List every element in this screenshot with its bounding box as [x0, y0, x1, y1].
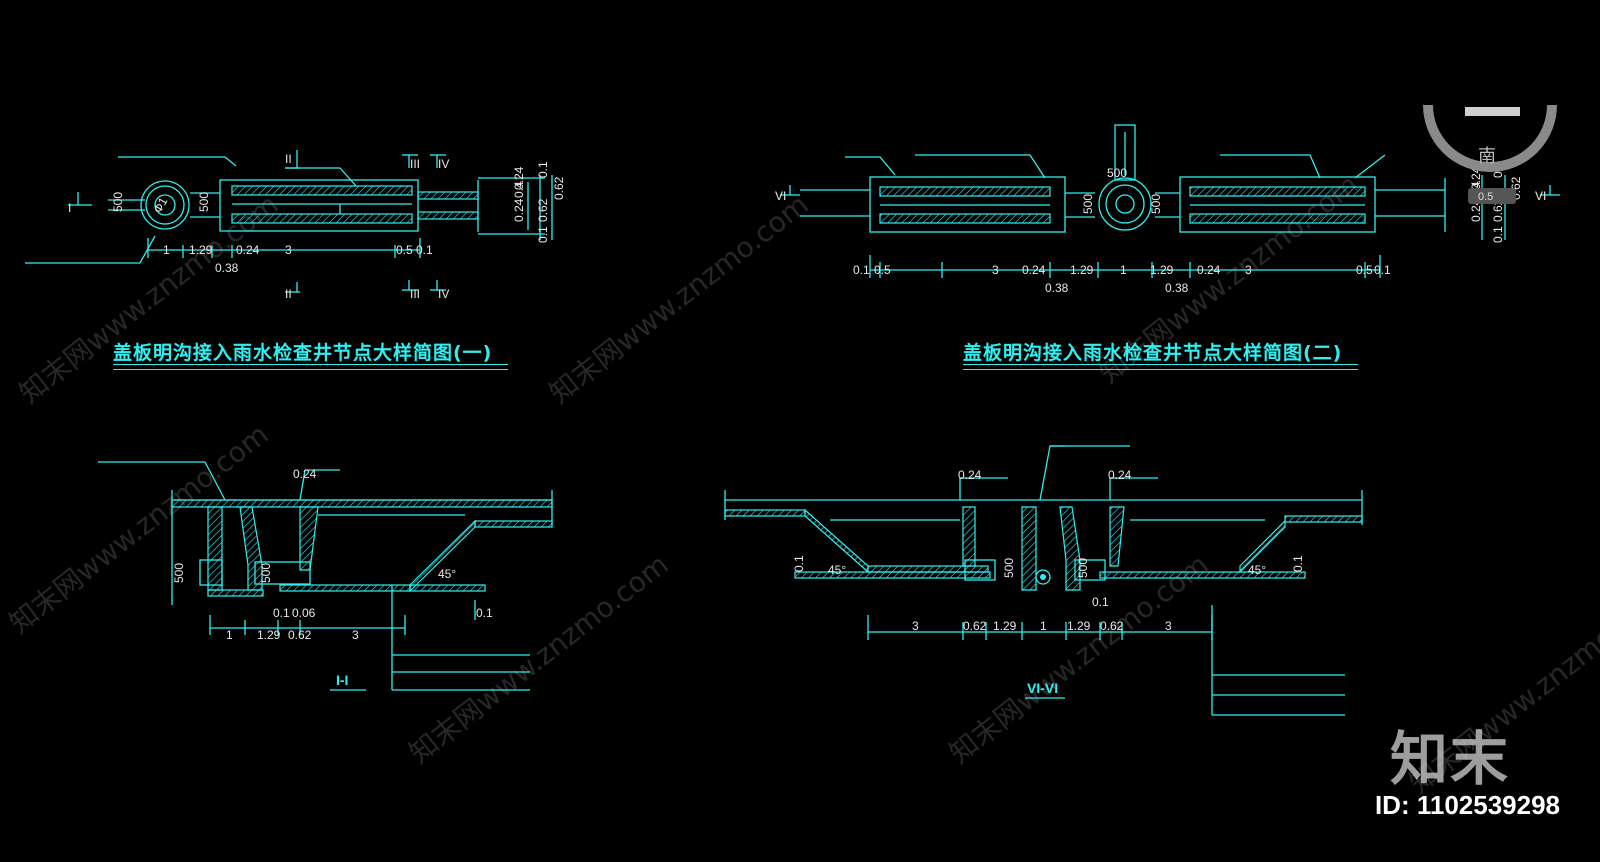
compass-icon [1423, 104, 1557, 172]
section-one-drawing: 0.24 500 500 45° 0.1 0.06 0.1 1 1.29 0.6… [98, 461, 553, 691]
compass-badge [1468, 188, 1516, 204]
title-underline [113, 364, 508, 365]
dim-label: 1 [226, 628, 233, 642]
dim-label: 0.24 [512, 166, 526, 190]
dim-label: 0.1 [536, 226, 550, 243]
dim-label: 1 [1040, 619, 1047, 633]
dim-label: 0.1 [416, 243, 433, 257]
dim-label: 0.1 [536, 161, 550, 178]
dim-label: 45° [438, 567, 456, 581]
dim-label: 0.5 [1356, 263, 1373, 277]
dim-label: 1.29 [189, 243, 213, 257]
brand-logo: 知末 [1389, 725, 1510, 793]
dim-label: 500 [1107, 166, 1127, 180]
dim-label: 0.62 [552, 176, 566, 200]
dim-label: 0.38 [215, 261, 239, 275]
title-underline [963, 364, 1358, 365]
brand-id: ID: 1102539298 [1374, 790, 1560, 820]
dim-label: 0.62 [1491, 198, 1505, 222]
dim-label: 500 [1081, 194, 1095, 214]
dim-label: 1.29 [993, 619, 1017, 633]
dim-label: Ф1 [150, 195, 170, 216]
section-mark: III [410, 157, 420, 171]
dim-label: 0.1 [792, 555, 806, 572]
dim-label: 0.24 [1108, 468, 1132, 482]
dim-label: 500 [197, 192, 211, 212]
title-underline [963, 369, 1358, 370]
plan-two-drawing: 0.1 0.5 3 0.24 1.29 1 1.29 0.24 3 0.5 0.… [775, 124, 1560, 295]
section-mark: IV [438, 157, 449, 171]
dim-label: 500 [1149, 194, 1163, 214]
dim-label: 0.24 [1469, 198, 1483, 222]
dim-label: 1 [1120, 263, 1127, 277]
section-mark: IV [438, 287, 449, 301]
dim-label: 0.1 [1291, 555, 1305, 572]
dim-label: 0.24 [1469, 166, 1483, 190]
dim-label: 3 [1165, 619, 1172, 633]
dim-label: 0.06 [292, 606, 316, 620]
dim-label: 0.62 [536, 198, 550, 222]
dim-label: 0.62 [1100, 619, 1124, 633]
dim-label: 0.1 [853, 263, 870, 277]
dim-label: 0.1 [273, 606, 290, 620]
dim-label: 0.24 [1197, 263, 1221, 277]
dim-label: 0.62 [288, 628, 312, 642]
section-label-one: I-I [336, 672, 349, 688]
dim-label: 45° [1248, 563, 1266, 577]
section-mark: I [68, 201, 71, 215]
dim-label: 1.29 [257, 628, 281, 642]
dim-label: 0.5 [396, 243, 413, 257]
section-six-drawing: 0.24 0.24 0.1 0.1 45° 45° 500 500 0.1 3 … [724, 445, 1363, 716]
dim-label: 0.24 [293, 467, 317, 481]
section-mark: VI [1535, 189, 1546, 203]
dim-label: 0.1 [1491, 226, 1505, 243]
dim-label: 0.1 [476, 606, 493, 620]
title-plan-two: 盖板明沟接入雨水检查井节点大样简图(二) [963, 342, 1343, 364]
dim-label: 0.24 [236, 243, 260, 257]
title-plan-one: 盖板明沟接入雨水检查井节点大样简图(一) [113, 342, 493, 364]
section-label-six: VI-VI [1027, 680, 1059, 696]
dim-label: 500 [172, 563, 186, 583]
dim-label: 1 [163, 243, 170, 257]
dim-label: 3 [352, 628, 359, 642]
dim-label: 1.29 [1150, 263, 1174, 277]
dim-label: 1.29 [1070, 263, 1094, 277]
title-underline [113, 369, 508, 370]
plan-one-drawing: 1 1.29 0.24 3 0.5 0.1 0.38 0.24 0.4 0.24… [25, 150, 566, 301]
dim-label: 0.38 [1045, 281, 1069, 295]
dim-label: 0.1 [1092, 595, 1109, 609]
section-mark: III [410, 287, 420, 301]
dim-label: 500 [1076, 558, 1090, 578]
compass-badge-label: 0.5 [1478, 191, 1493, 203]
compass-needle-icon [1465, 107, 1520, 116]
dim-label: 0.24 [1022, 263, 1046, 277]
dim-label: 0.5 [874, 263, 891, 277]
section-mark: II [285, 152, 292, 166]
dim-label: 0.4 [512, 181, 526, 198]
compass-label: 南 [1478, 146, 1496, 167]
dim-label: 0.24 [958, 468, 982, 482]
dim-label: 0.62 [963, 619, 987, 633]
dim-label: 500 [259, 563, 273, 583]
dim-label: 3 [285, 243, 292, 257]
section-mark: VI [775, 189, 786, 203]
dim-label: 0.1 [1374, 263, 1391, 277]
dim-label: 0.38 [1165, 281, 1189, 295]
dim-label: 45° [828, 563, 846, 577]
dim-label: 500 [111, 192, 125, 212]
dim-label: 1.29 [1067, 619, 1091, 633]
dim-label: 3 [912, 619, 919, 633]
dim-label: 3 [992, 263, 999, 277]
dim-label: 0.24 [512, 198, 526, 222]
dim-label: 3 [1245, 263, 1252, 277]
dim-label: 500 [1002, 558, 1016, 578]
section-mark: II [285, 287, 292, 301]
